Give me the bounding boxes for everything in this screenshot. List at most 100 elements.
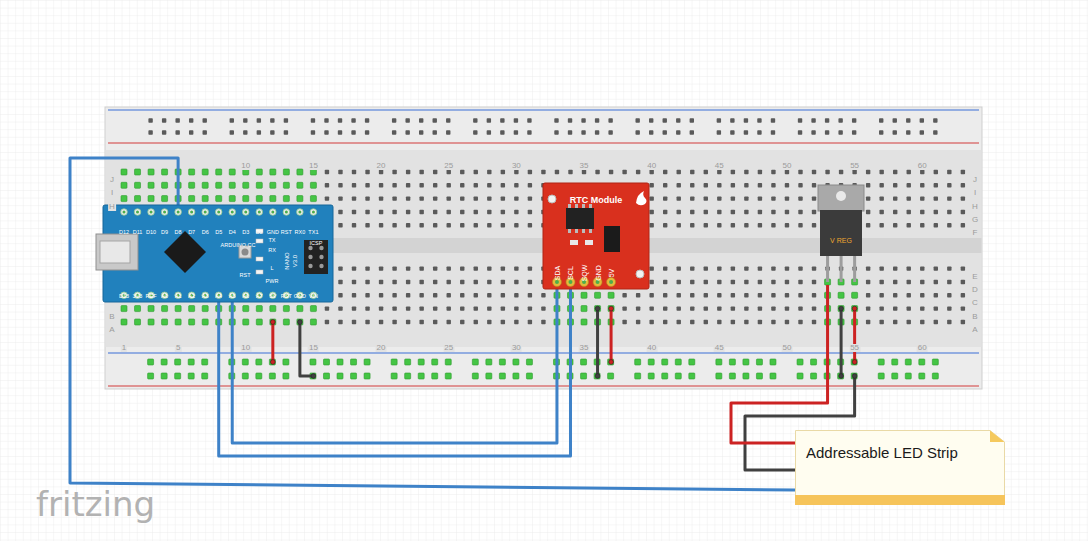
breadboard-hole	[690, 210, 694, 214]
header-pin-core	[163, 211, 166, 214]
breadboard-hole	[730, 130, 734, 134]
row-letter: G	[971, 216, 979, 224]
header-pin-core	[204, 211, 207, 214]
breadboard-hole	[947, 223, 951, 227]
breadboard-hole	[825, 130, 829, 134]
silkscreen-label: RST	[281, 230, 292, 236]
breadboard-hole	[243, 118, 247, 122]
breadboard-hole	[433, 196, 437, 200]
pin-pad-core	[568, 280, 572, 284]
breadboard-hole	[406, 280, 410, 284]
breadboard-hole	[893, 266, 897, 270]
breadboard-hole	[852, 292, 858, 298]
breadboard-hole	[771, 306, 775, 310]
header-pin-core	[190, 211, 193, 214]
breadboard-hole	[893, 118, 897, 122]
breadboard-hole	[866, 210, 870, 214]
breadboard-hole	[269, 359, 275, 365]
reset-button-cap	[242, 249, 249, 256]
breadboard-hole	[445, 373, 451, 379]
breadboard-hole	[406, 266, 410, 270]
breadboard-hole	[460, 293, 464, 297]
breadboard-hole	[419, 223, 423, 227]
breadboard-hole	[352, 170, 356, 174]
breadboard-hole	[242, 373, 248, 379]
silkscreen-label: D7	[188, 230, 195, 236]
silkscreen-label: TX1	[308, 230, 318, 236]
breadboard-hole	[351, 118, 355, 122]
breadboard-hole	[663, 223, 667, 227]
breadboard-hole	[405, 373, 411, 379]
breadboard-hole	[528, 280, 532, 284]
watermark: fritzing	[36, 487, 155, 521]
breadboard-hole	[920, 118, 924, 122]
header-pin	[188, 209, 195, 216]
silkscreen-label: D13	[119, 294, 129, 300]
breadboard-hole	[947, 306, 951, 310]
breadboard-hole	[175, 373, 181, 379]
breadboard-hole	[162, 196, 168, 202]
breadboard-hole	[704, 293, 708, 297]
breadboard-hole	[514, 118, 518, 122]
column-number: 60	[917, 344, 928, 352]
silkscreen-label: TX	[268, 238, 275, 244]
breadboard-hole	[785, 183, 789, 187]
column-number: 30	[511, 162, 522, 170]
breadboard-hole	[690, 118, 694, 122]
breadboard-hole	[473, 118, 477, 122]
breadboard-hole	[310, 182, 316, 188]
breadboard-hole	[161, 373, 167, 379]
breadboard-hole	[405, 130, 409, 134]
breadboard-hole	[352, 280, 356, 284]
breadboard-hole	[433, 223, 437, 227]
breadboard-hole	[284, 118, 288, 122]
breadboard-hole	[352, 306, 356, 310]
column-number: 40	[646, 344, 657, 352]
breadboard-hole	[514, 306, 518, 310]
silkscreen-label: D2	[256, 230, 263, 236]
breadboard-hole	[352, 223, 356, 227]
breadboard-hole	[879, 280, 883, 284]
header-pin-core	[123, 211, 126, 214]
breadboard-hole	[514, 196, 518, 200]
breadboard-hole	[919, 373, 925, 379]
breadboard-hole	[365, 266, 369, 270]
breadboard-hole	[595, 118, 599, 122]
breadboard-hole	[487, 183, 491, 187]
breadboard-hole	[243, 196, 249, 202]
breadboard-hole	[893, 130, 897, 134]
breadboard-hole	[257, 130, 261, 134]
breadboard-hole	[812, 293, 816, 297]
breadboard-hole	[419, 280, 423, 284]
wire-end	[297, 320, 302, 325]
breadboard-hole	[920, 223, 924, 227]
breadboard-hole	[663, 118, 667, 122]
breadboard-hole	[487, 210, 491, 214]
breadboard-hole	[528, 196, 532, 200]
silkscreen-label: SCL	[567, 266, 574, 280]
breadboard-hole	[648, 359, 654, 365]
breadboard-hole	[947, 280, 951, 284]
breadboard-hole	[744, 130, 748, 134]
breadboard-hole	[812, 306, 816, 310]
breadboard-hole	[798, 266, 802, 270]
breadboard-hole	[283, 169, 289, 175]
breadboard-hole	[202, 359, 208, 365]
silkscreen-label: ARDUINO.CC	[221, 243, 256, 249]
breadboard-hole	[527, 130, 531, 134]
breadboard-hole	[893, 196, 897, 200]
breadboard-hole	[961, 266, 965, 270]
breadboard-hole	[744, 293, 748, 297]
breadboard-hole	[677, 306, 681, 310]
header-pin-core	[258, 211, 261, 214]
breadboard-hole	[729, 373, 735, 379]
breadboard-hole	[419, 210, 423, 214]
breadboard-hole	[581, 359, 587, 365]
breadboard-hole	[717, 210, 721, 214]
wire-end	[270, 320, 275, 325]
breadboard-hole	[391, 373, 397, 379]
breadboard-hole	[501, 196, 505, 200]
silkscreen-label: PWR	[266, 279, 279, 285]
silkscreen-label: D11	[133, 230, 143, 236]
breadboard-hole	[189, 196, 195, 202]
